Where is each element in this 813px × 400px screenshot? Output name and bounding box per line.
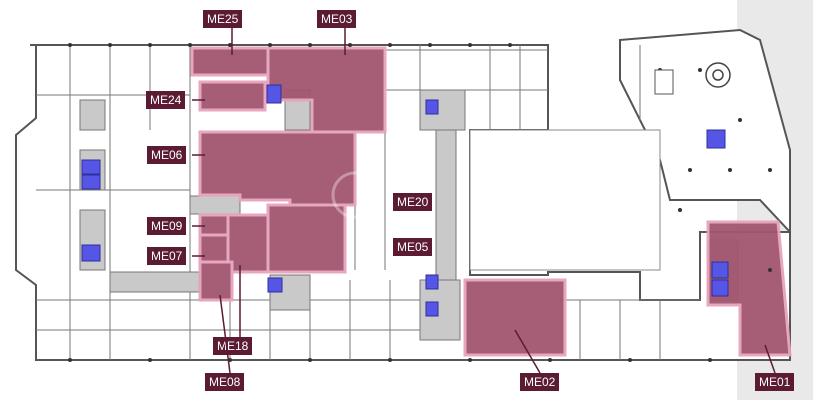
unit-area-me07 bbox=[198, 233, 230, 264]
unit-area-me18 bbox=[226, 213, 270, 274]
label-me07: ME07 bbox=[147, 247, 187, 265]
spiral-stair-icon bbox=[705, 62, 731, 88]
label-me01: ME01 bbox=[755, 373, 795, 391]
label-me25: ME25 bbox=[203, 10, 243, 28]
label-me18: ME18 bbox=[213, 337, 253, 355]
unit-area-me24 bbox=[198, 80, 267, 112]
unit-area-me09 bbox=[198, 213, 230, 237]
label-me24: ME24 bbox=[146, 91, 186, 109]
unit-area-me25 bbox=[190, 46, 270, 77]
unit-area-me08 bbox=[198, 260, 234, 302]
unit-area-me02 bbox=[463, 278, 567, 357]
bed-icon bbox=[654, 69, 674, 95]
label-me03: ME03 bbox=[317, 10, 357, 28]
unit-area-me01 bbox=[706, 220, 792, 357]
unit-area-me06 bbox=[198, 130, 357, 207]
label-me09: ME09 bbox=[147, 217, 187, 235]
stairs bbox=[81, 84, 729, 317]
courtyard bbox=[469, 129, 661, 271]
unit-area-me05 bbox=[266, 203, 347, 274]
label-me02: ME02 bbox=[520, 373, 560, 391]
label-me06: ME06 bbox=[147, 146, 187, 164]
label-me20: ME20 bbox=[393, 193, 433, 211]
label-me08: ME08 bbox=[205, 373, 245, 391]
leased-units bbox=[190, 46, 792, 357]
logo-watermark bbox=[331, 171, 379, 219]
label-me05: ME05 bbox=[393, 238, 433, 256]
